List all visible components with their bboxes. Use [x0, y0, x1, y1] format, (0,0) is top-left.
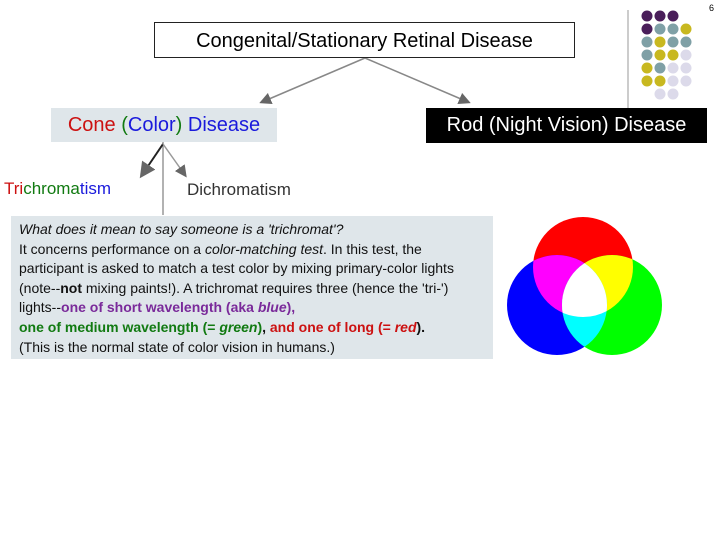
decorative-dot — [680, 36, 692, 48]
decorative-dot — [667, 36, 679, 48]
decorative-dot — [654, 10, 666, 22]
exp-green-word: green — [219, 318, 258, 335]
dichromatism-node: Dichromatism — [187, 180, 291, 199]
exp-comma: , — [262, 318, 266, 335]
explanation-paragraph: It concerns performance on a color-match… — [19, 240, 485, 338]
decorative-dot — [641, 36, 653, 48]
arrow-to-trichromatism — [139, 143, 164, 179]
normal-state-line: (This is the normal state of color visio… — [19, 338, 485, 358]
slide-number: 6 — [708, 3, 714, 13]
decorative-dot — [654, 49, 666, 61]
white-center-overlap — [562, 255, 607, 317]
exp-not-bold: not — [60, 279, 82, 296]
exp-long-end: ). — [416, 318, 426, 335]
exp-long-wavelength: and one of long (= — [266, 318, 395, 335]
decorative-dot — [667, 62, 679, 74]
tism-suffix: tism — [79, 179, 112, 198]
decorative-dot — [641, 23, 653, 35]
decorative-dot — [667, 75, 679, 87]
decorative-dot — [680, 23, 692, 35]
rod-disease-node: Rod (Night Vision) Disease — [426, 108, 707, 143]
question-line: What does it mean to say someone is a 't… — [19, 220, 485, 240]
decorative-dot — [654, 62, 666, 74]
exp-color-matching-test: color-matching test — [205, 240, 324, 257]
exp-red-word: red — [394, 318, 417, 335]
arrow-root-to-rod — [364, 57, 471, 104]
decorative-dot — [667, 88, 679, 100]
cone-color-word: Color — [127, 114, 176, 136]
decorative-dot — [641, 62, 653, 74]
root-node-congenital-stationary: Congenital/Stationary Retinal Disease — [154, 22, 575, 58]
tri-prefix: Tri — [4, 179, 24, 198]
exp-medium-end: ) — [257, 318, 263, 335]
decorative-dot — [667, 23, 679, 35]
exp-short-wavelength: one of short wavelength (aka — [61, 299, 258, 316]
trichromatism-node: Trichromatism — [4, 179, 111, 199]
decorative-dot — [680, 75, 692, 87]
decorative-dot — [654, 23, 666, 35]
decorative-dot — [667, 49, 679, 61]
decorative-dot — [680, 62, 692, 74]
cone-disease-word: Disease — [182, 114, 261, 136]
normal-state-text: (This is the normal state of color visio… — [19, 338, 335, 355]
exp-blue-word: blue — [257, 299, 287, 316]
trichromat-explanation: What does it mean to say someone is a 't… — [11, 216, 493, 359]
exp-text-2: . In this test, the participant is asked… — [19, 240, 454, 296]
rod-disease-label: Rod (Night Vision) Disease — [446, 114, 687, 136]
decorative-dot — [654, 36, 666, 48]
arrow-root-to-cone — [259, 57, 366, 104]
root-node-label: Congenital/Stationary Retinal Disease — [196, 30, 533, 52]
decorative-dot — [654, 75, 666, 87]
decorative-dot — [641, 10, 653, 22]
decorative-dot — [654, 88, 666, 100]
decorative-dot — [667, 10, 679, 22]
decorative-dot — [641, 75, 653, 87]
exp-short-end: ), — [286, 299, 296, 316]
question-text: What does it mean to say someone is a 't… — [19, 221, 344, 237]
decorative-dot — [680, 49, 692, 61]
decorative-dot — [641, 49, 653, 61]
exp-medium-wavelength: one of medium wavelength (= — [19, 318, 220, 335]
exp-text-3: mixing paints!). A trichromat requires t… — [19, 279, 449, 316]
chroma-part: chroma — [23, 179, 80, 198]
cone-disease-node: Cone (Color) Disease — [51, 108, 277, 142]
cone-word: Cone — [67, 114, 122, 136]
arrow-to-dichromatism — [162, 143, 187, 178]
exp-text-1: It concerns performance on a — [19, 240, 205, 257]
cone-paren-open: ( — [121, 114, 128, 136]
cone-paren-close: ) — [175, 114, 183, 136]
